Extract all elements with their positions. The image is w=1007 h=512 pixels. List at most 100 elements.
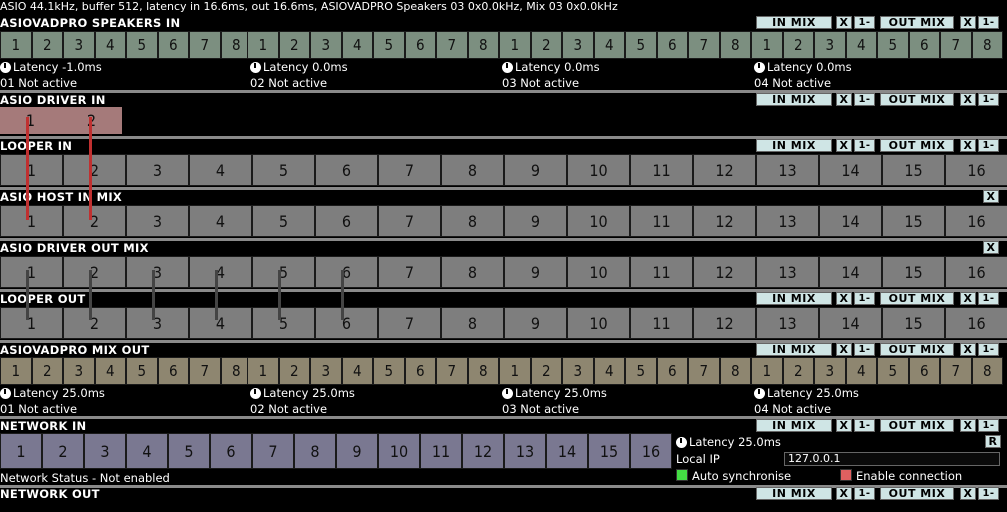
- mix-out-channel-1-1[interactable]: 1: [0, 357, 32, 385]
- speakers-in-channel-3-1[interactable]: 1: [499, 31, 531, 59]
- mix-out-channel-2-5[interactable]: 5: [373, 357, 405, 385]
- host-in-mix-channel-13[interactable]: 13: [756, 205, 819, 237]
- driver-out-mix-channel-11[interactable]: 11: [630, 256, 693, 288]
- speakers-in-out-mix-button[interactable]: OUT MIX: [880, 16, 954, 29]
- mix-out-channel-3-8[interactable]: 8: [719, 357, 751, 385]
- network-in-channel-16[interactable]: 16: [630, 433, 672, 469]
- driver-out-mix-channel-14[interactable]: 14: [819, 256, 882, 288]
- driver-out-mix-channel-4[interactable]: 4: [189, 256, 252, 288]
- speakers-in-latency-3[interactable]: Latency 0.0ms: [502, 60, 600, 74]
- looper-in-channel-7[interactable]: 7: [378, 154, 441, 186]
- driver-in-out-mix-one-to-one-button[interactable]: 1-1: [978, 93, 999, 117]
- host-in-mix-channel-2[interactable]: 2: [63, 205, 126, 237]
- speakers-in-channel-4-5[interactable]: 5: [877, 31, 909, 59]
- looper-in-channel-16[interactable]: 16: [945, 154, 1007, 186]
- network-out-in-mix-one-to-one-button[interactable]: 1-1: [854, 487, 875, 511]
- network-in-channel-15[interactable]: 15: [588, 433, 630, 469]
- mix-out-channel-2-3[interactable]: 3: [310, 357, 342, 385]
- speakers-in-channel-1-2[interactable]: 2: [31, 31, 63, 59]
- mix-out-channel-1-2[interactable]: 2: [31, 357, 63, 385]
- network-in-channel-13[interactable]: 13: [504, 433, 546, 469]
- speakers-in-channel-2-8[interactable]: 8: [467, 31, 499, 59]
- driver-out-mix-channel-8[interactable]: 8: [441, 256, 504, 288]
- looper-in-out-mix-button[interactable]: OUT MIX: [880, 139, 954, 152]
- latency-knob-icon[interactable]: [502, 388, 513, 399]
- network-in-channel-2[interactable]: 2: [42, 433, 84, 469]
- network-in-channel-12[interactable]: 12: [462, 433, 504, 469]
- looper-in-channel-15[interactable]: 15: [882, 154, 945, 186]
- speakers-in-channel-3-2[interactable]: 2: [530, 31, 562, 59]
- speakers-in-channel-3-4[interactable]: 4: [593, 31, 625, 59]
- looper-in-channel-8[interactable]: 8: [441, 154, 504, 186]
- mix-out-latency-2[interactable]: Latency 25.0ms: [250, 386, 355, 400]
- latency-knob-icon[interactable]: [676, 437, 687, 448]
- speakers-in-channel-4-2[interactable]: 2: [782, 31, 814, 59]
- mix-out-channel-4-5[interactable]: 5: [877, 357, 909, 385]
- looper-in-channel-10[interactable]: 10: [567, 154, 630, 186]
- mix-out-channel-3-2[interactable]: 2: [530, 357, 562, 385]
- driver-out-mix-channel-12[interactable]: 12: [693, 256, 756, 288]
- looper-in-in-mix-button[interactable]: IN MIX: [756, 139, 832, 152]
- driver-out-mix-channel-10[interactable]: 10: [567, 256, 630, 288]
- speakers-in-channel-4-4[interactable]: 4: [845, 31, 877, 59]
- driver-out-mix-channel-2[interactable]: 2: [63, 256, 126, 288]
- speakers-in-channel-1-7[interactable]: 7: [189, 31, 221, 59]
- mix-out-channel-2-8[interactable]: 8: [467, 357, 499, 385]
- looper-out-channel-7[interactable]: 7: [378, 307, 441, 339]
- speakers-in-latency-4[interactable]: Latency 0.0ms: [754, 60, 852, 74]
- network-r-button[interactable]: R: [985, 435, 1001, 448]
- looper-out-channel-8[interactable]: 8: [441, 307, 504, 339]
- driver-in-channel-1[interactable]: 1: [0, 107, 61, 134]
- speakers-in-out-mix-one-to-one-button[interactable]: 1-1: [978, 16, 999, 40]
- network-in-in-mix-one-to-one-button[interactable]: 1-1: [854, 419, 875, 443]
- host-in-mix-channel-5[interactable]: 5: [252, 205, 315, 237]
- mix-out-out-mix-close-button[interactable]: X: [960, 343, 976, 356]
- host-in-mix-channel-7[interactable]: 7: [378, 205, 441, 237]
- looper-in-channel-12[interactable]: 12: [693, 154, 756, 186]
- host-in-mix-channel-3[interactable]: 3: [126, 205, 189, 237]
- speakers-in-channel-2-6[interactable]: 6: [404, 31, 436, 59]
- host-in-mix-channel-15[interactable]: 15: [882, 205, 945, 237]
- mix-out-channel-3-6[interactable]: 6: [656, 357, 688, 385]
- network-latency[interactable]: Latency 25.0ms: [676, 435, 781, 449]
- looper-in-channel-9[interactable]: 9: [504, 154, 567, 186]
- mix-out-latency-1[interactable]: Latency 25.0ms: [0, 386, 105, 400]
- speakers-in-channel-4-1[interactable]: 1: [751, 31, 783, 59]
- driver-out-mix-channel-7[interactable]: 7: [378, 256, 441, 288]
- network-in-out-mix-button[interactable]: OUT MIX: [880, 419, 954, 432]
- mix-out-channel-2-2[interactable]: 2: [278, 357, 310, 385]
- mix-out-channel-2-6[interactable]: 6: [404, 357, 436, 385]
- speakers-in-channel-1-3[interactable]: 3: [63, 31, 95, 59]
- mix-out-out-mix-button[interactable]: OUT MIX: [880, 343, 954, 356]
- driver-in-out-mix-button[interactable]: OUT MIX: [880, 93, 954, 106]
- looper-out-out-mix-close-button[interactable]: X: [960, 292, 976, 305]
- speakers-in-channel-3-5[interactable]: 5: [625, 31, 657, 59]
- mix-out-out-mix-one-to-one-button[interactable]: 1-1: [978, 343, 999, 367]
- network-in-channel-1[interactable]: 1: [0, 433, 42, 469]
- host-in-mix-channel-6[interactable]: 6: [315, 205, 378, 237]
- driver-in-in-mix-close-button[interactable]: X: [836, 93, 852, 106]
- speakers-in-channel-4-8[interactable]: 8: [971, 31, 1003, 59]
- looper-out-channel-11[interactable]: 11: [630, 307, 693, 339]
- speakers-in-latency-2[interactable]: Latency 0.0ms: [250, 60, 348, 74]
- mix-out-channel-1-7[interactable]: 7: [189, 357, 221, 385]
- driver-out-mix-channel-6[interactable]: 6: [315, 256, 378, 288]
- looper-in-channel-2[interactable]: 2: [63, 154, 126, 186]
- looper-in-channel-6[interactable]: 6: [315, 154, 378, 186]
- latency-knob-icon[interactable]: [754, 388, 765, 399]
- looper-out-channel-4[interactable]: 4: [189, 307, 252, 339]
- network-in-channel-5[interactable]: 5: [168, 433, 210, 469]
- network-out-out-mix-close-button[interactable]: X: [960, 487, 976, 500]
- network-out-in-mix-close-button[interactable]: X: [836, 487, 852, 500]
- network-in-channel-11[interactable]: 11: [420, 433, 462, 469]
- speakers-in-out-mix-close-button[interactable]: X: [960, 16, 976, 29]
- mix-out-channel-2-7[interactable]: 7: [436, 357, 468, 385]
- speakers-in-channel-2-2[interactable]: 2: [278, 31, 310, 59]
- driver-in-in-mix-one-to-one-button[interactable]: 1-1: [854, 93, 875, 117]
- network-in-channel-14[interactable]: 14: [546, 433, 588, 469]
- checkbox-icon[interactable]: [676, 469, 688, 481]
- latency-knob-icon[interactable]: [502, 62, 513, 73]
- network-in-channel-7[interactable]: 7: [252, 433, 294, 469]
- speakers-in-channel-2-5[interactable]: 5: [373, 31, 405, 59]
- speakers-in-channel-1-1[interactable]: 1: [0, 31, 32, 59]
